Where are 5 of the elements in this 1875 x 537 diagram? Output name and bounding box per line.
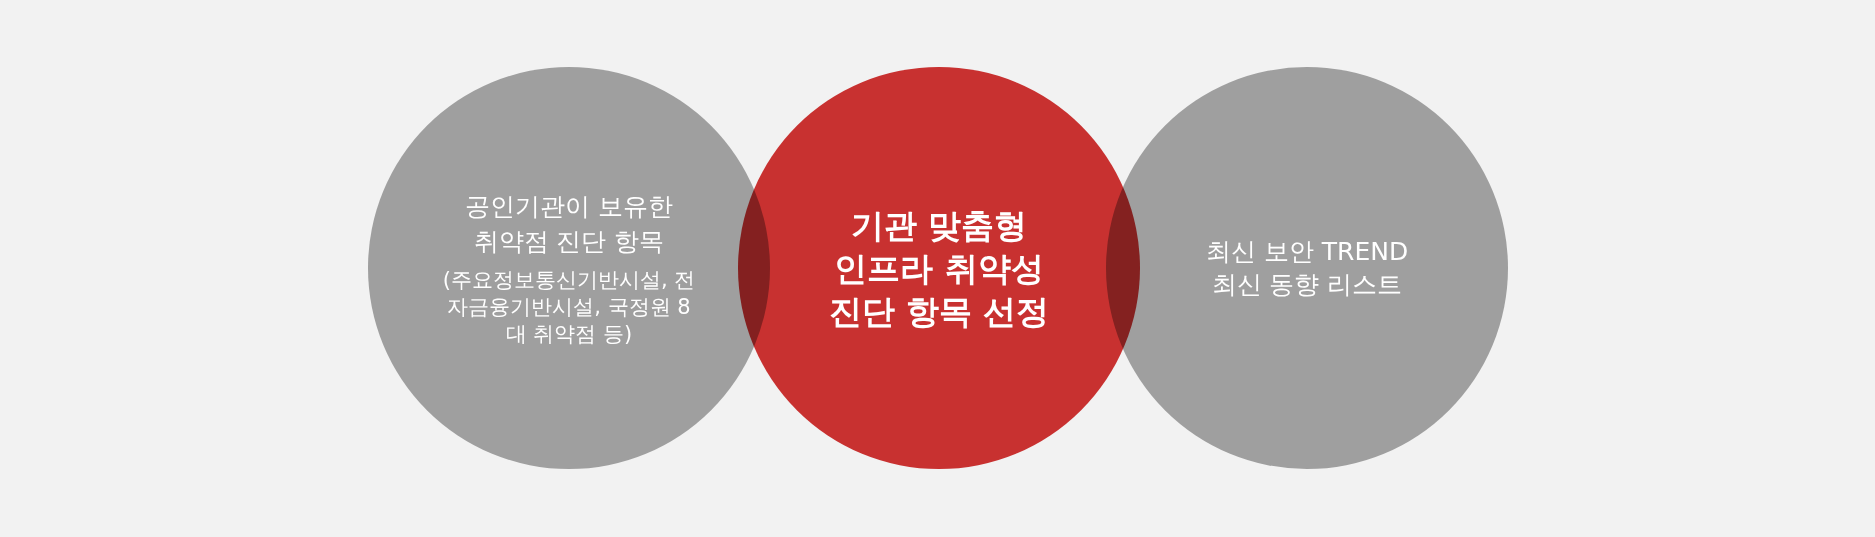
circle-title: 기관 맞춤형 인프라 취약성 진단 항목 선정 [827, 204, 1051, 333]
circle-note: (주요정보통신기반시설, 전자금융기반시설, 국정원 8대 취약점 등) [441, 266, 697, 348]
circle-title: 공인기관이 보유한 취약점 진단 항목 [464, 190, 674, 258]
venn-circle [1106, 67, 1508, 469]
circle-title: 최신 보안 TREND 최신 동향 리스트 [1204, 236, 1410, 301]
